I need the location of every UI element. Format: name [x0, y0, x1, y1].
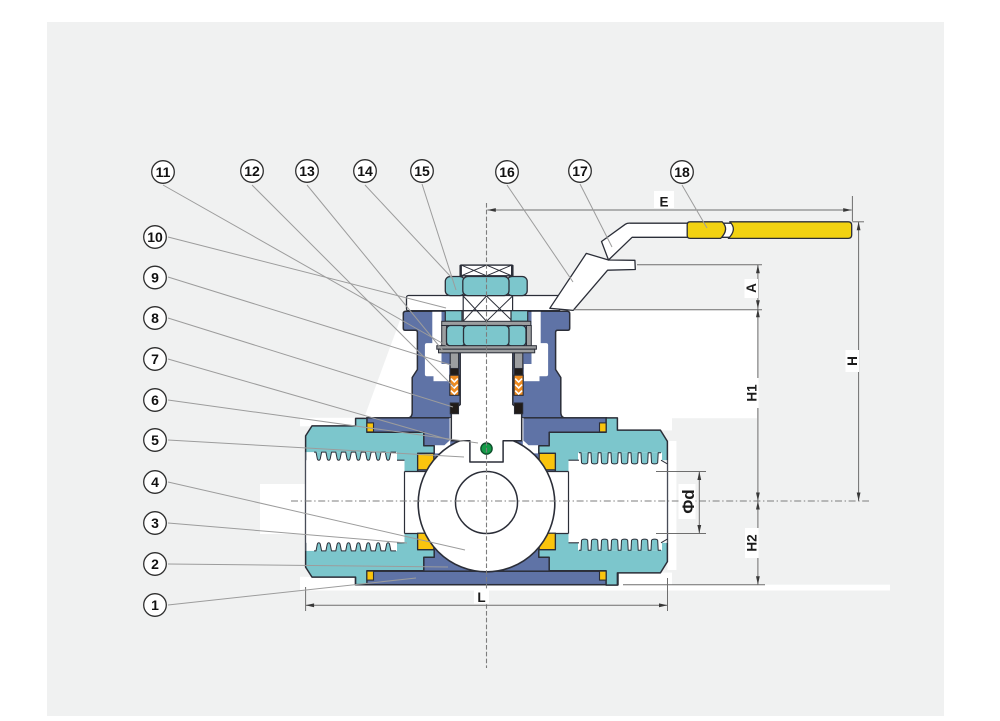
svg-text:E: E — [659, 195, 668, 210]
svg-text:9: 9 — [151, 270, 159, 286]
svg-text:18: 18 — [674, 164, 690, 180]
svg-text:15: 15 — [414, 163, 430, 179]
svg-text:A: A — [744, 283, 759, 293]
svg-text:16: 16 — [499, 164, 515, 180]
svg-text:H1: H1 — [745, 384, 760, 402]
svg-text:5: 5 — [151, 432, 159, 448]
svg-text:4: 4 — [151, 474, 159, 490]
svg-text:3: 3 — [151, 515, 159, 531]
svg-text:10: 10 — [147, 229, 163, 245]
svg-text:13: 13 — [299, 163, 315, 179]
svg-text:7: 7 — [151, 351, 159, 367]
svg-text:1: 1 — [151, 597, 159, 613]
svg-text:14: 14 — [357, 163, 373, 179]
svg-text:H: H — [845, 356, 860, 366]
svg-text:8: 8 — [151, 310, 159, 326]
svg-text:Φd: Φd — [679, 489, 698, 513]
svg-text:H2: H2 — [745, 534, 760, 551]
svg-text:17: 17 — [572, 163, 588, 179]
svg-text:11: 11 — [156, 164, 171, 180]
svg-text:2: 2 — [151, 556, 159, 572]
svg-text:L: L — [477, 590, 485, 605]
svg-text:6: 6 — [151, 392, 159, 408]
svg-text:12: 12 — [244, 163, 260, 179]
